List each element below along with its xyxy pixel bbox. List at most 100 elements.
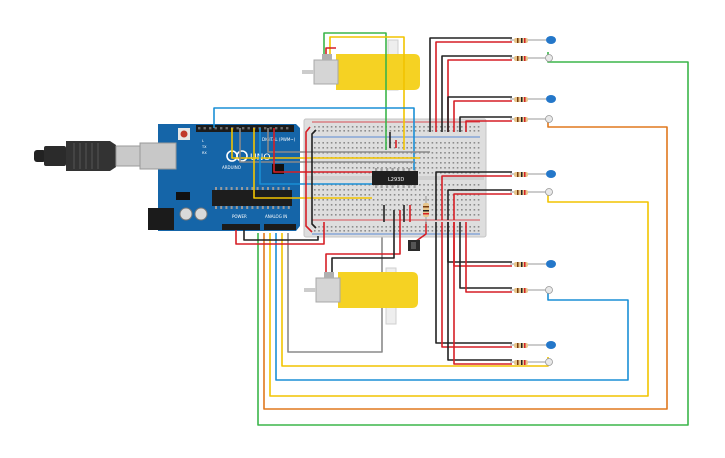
breadboard-hole	[419, 142, 421, 144]
breadboard-hole	[469, 230, 471, 232]
breadboard-hole	[330, 199, 333, 201]
usb-cable-body	[44, 146, 66, 166]
breadboard-resistor[interactable]	[423, 196, 429, 224]
breadboard-hole	[322, 130, 324, 132]
light-sensor	[545, 188, 553, 196]
breadboard-hole	[440, 184, 442, 186]
breadboard-hole	[343, 142, 345, 144]
breadboard-hole	[398, 226, 400, 228]
breadboard-hole	[419, 126, 421, 128]
breadboard-hole	[343, 230, 345, 232]
breadboard-hole	[339, 209, 341, 211]
breadboard-hole	[444, 130, 446, 132]
slide-switch[interactable]	[408, 240, 420, 251]
breadboard-hole	[393, 147, 396, 149]
breadboard-hole	[398, 147, 400, 149]
switch-knob[interactable]	[411, 242, 416, 249]
reset-button-cap[interactable]	[180, 130, 188, 138]
breadboard-hole	[448, 226, 450, 228]
breadboard-hole	[335, 226, 337, 228]
resistor-band	[524, 38, 526, 43]
motor-driver-chip[interactable]: L293D	[372, 168, 418, 188]
motor-bottom[interactable]	[304, 267, 418, 325]
breadboard-hole	[465, 204, 467, 206]
breadboard-hole	[351, 167, 354, 169]
breadboard-hole	[381, 230, 383, 232]
chip-leg	[272, 187, 275, 190]
resistor-band	[524, 56, 526, 61]
breadboard-hole	[314, 162, 316, 164]
breadboard-hole	[473, 214, 476, 216]
breadboard-hole	[469, 147, 471, 149]
breadboard-hole	[356, 204, 358, 206]
breadboard-hole	[356, 214, 358, 216]
breadboard-hole	[477, 152, 480, 154]
breadboard-hole	[360, 162, 362, 164]
breadboard-hole	[364, 230, 366, 232]
breadboard-hole	[461, 204, 463, 206]
breadboard-hole	[368, 194, 371, 196]
driver-leg	[391, 168, 394, 171]
breadboard-hole	[351, 209, 354, 211]
breadboard-hole	[314, 126, 316, 128]
breadboard-hole	[360, 194, 362, 196]
breadboard-hole	[330, 142, 333, 144]
usb-cable-strain	[66, 141, 116, 171]
header-pin	[209, 127, 212, 130]
breadboard-hole	[444, 214, 446, 216]
breadboard-hole	[389, 226, 392, 228]
breadboard-hole	[477, 184, 480, 186]
analog-header	[264, 224, 296, 230]
motor-top[interactable]	[302, 39, 420, 91]
chip-leg	[235, 206, 238, 209]
wire-black-sensor	[447, 189, 512, 220]
breadboard-hole	[335, 209, 337, 211]
breadboard-hole	[356, 130, 358, 132]
breadboard-hole	[444, 230, 446, 232]
breadboard-hole	[318, 167, 320, 169]
breadboard-hole	[427, 167, 429, 169]
breadboard-hole	[364, 147, 366, 149]
chip-body	[372, 171, 418, 185]
breadboard-hole	[372, 189, 375, 191]
breadboard-hole	[318, 226, 320, 228]
breadboard-hole	[398, 189, 400, 191]
breadboard-hole	[364, 204, 366, 206]
rx-label: RX	[202, 151, 207, 155]
breadboard-hole	[326, 194, 329, 196]
breadboard-hole	[381, 167, 383, 169]
breadboard-hole	[406, 142, 408, 144]
breadboard-hole	[410, 209, 413, 211]
breadboard-hole	[477, 162, 480, 164]
breadboard-hole	[343, 209, 345, 211]
breadboard-hole	[368, 189, 371, 191]
breadboard-hole	[322, 184, 324, 186]
breadboard-hole	[473, 230, 476, 232]
breadboard-hole	[368, 162, 371, 164]
chip-leg	[282, 206, 285, 209]
resistor-band	[524, 288, 526, 293]
resistor-band	[524, 117, 526, 122]
header-pin	[247, 127, 250, 130]
breadboard-hole	[444, 147, 446, 149]
digital-header	[196, 125, 294, 132]
breadboard-hole	[477, 147, 480, 149]
breadboard-hole	[440, 130, 442, 132]
breadboard-hole	[419, 226, 421, 228]
breadboard-hole	[389, 189, 392, 191]
breadboard-hole	[326, 126, 329, 128]
breadboard-hole	[456, 130, 459, 132]
chip-leg	[246, 206, 249, 209]
breadboard-hole	[364, 189, 366, 191]
breadboard-hole	[335, 199, 337, 201]
breadboard-hole	[473, 142, 476, 144]
breadboard-hole	[318, 214, 320, 216]
capacitor-2	[194, 207, 208, 221]
breadboard-hole	[389, 167, 392, 169]
header-pin	[225, 127, 228, 130]
breadboard-hole	[360, 147, 362, 149]
breadboard-hole	[347, 214, 350, 216]
arduino-board[interactable]: DIGITAL (PWM~) UNO ARDUINO TX RX L POWER…	[139, 124, 300, 231]
wire-motor-bottom-red	[325, 210, 401, 272]
breadboard-hole	[347, 194, 350, 196]
